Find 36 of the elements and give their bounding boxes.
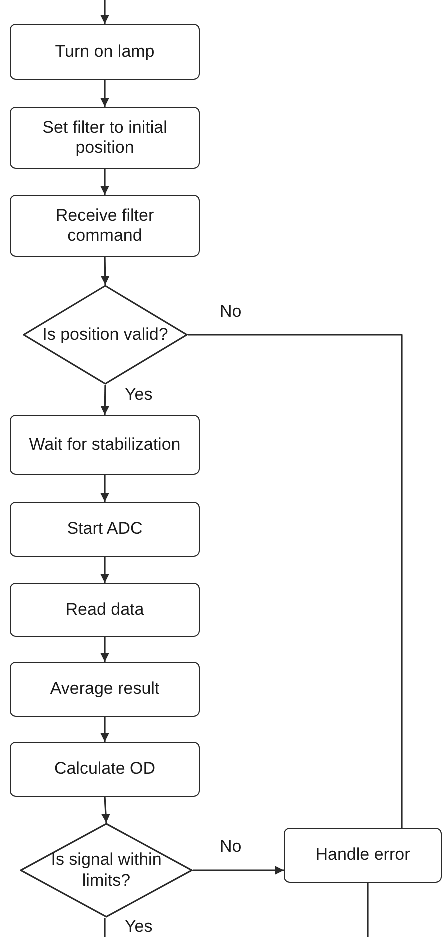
arrow [193,866,284,875]
process-box [10,662,200,717]
arrow [100,717,110,742]
process-box [284,828,442,883]
step-text: Is position valid? [42,324,168,346]
arrow [100,384,110,416]
step-text: Start ADC [67,519,143,540]
process-box [10,415,200,475]
arrow [100,637,110,662]
process-box [10,107,200,169]
connector-line [188,334,403,828]
process-box [10,583,200,637]
connector-line [104,918,106,937]
arrow [100,0,110,24]
step-text: Set filter to initial position [42,118,168,158]
connector-line [367,883,369,937]
step-text: Handle error [316,845,410,866]
arrow [100,475,110,502]
decision-diamond [23,285,188,385]
step-text: Receive filter command [54,206,156,246]
step-text: Wait for stabilization [29,434,181,456]
process-box [10,742,200,797]
step-text: Calculate OD [54,759,156,780]
arrow [102,796,110,824]
arrow [100,557,110,583]
arrow [100,80,110,107]
step-text: Turn on lamp [55,42,155,62]
arrow [100,169,110,195]
process-box [10,24,200,80]
arrow [100,256,110,286]
process-box [10,502,200,557]
step-text: Is signal within limits? [50,850,163,891]
decision-diamond [20,823,193,918]
step-text: Average result [50,679,160,700]
step-text: Read data [66,600,144,620]
process-box [10,195,200,257]
